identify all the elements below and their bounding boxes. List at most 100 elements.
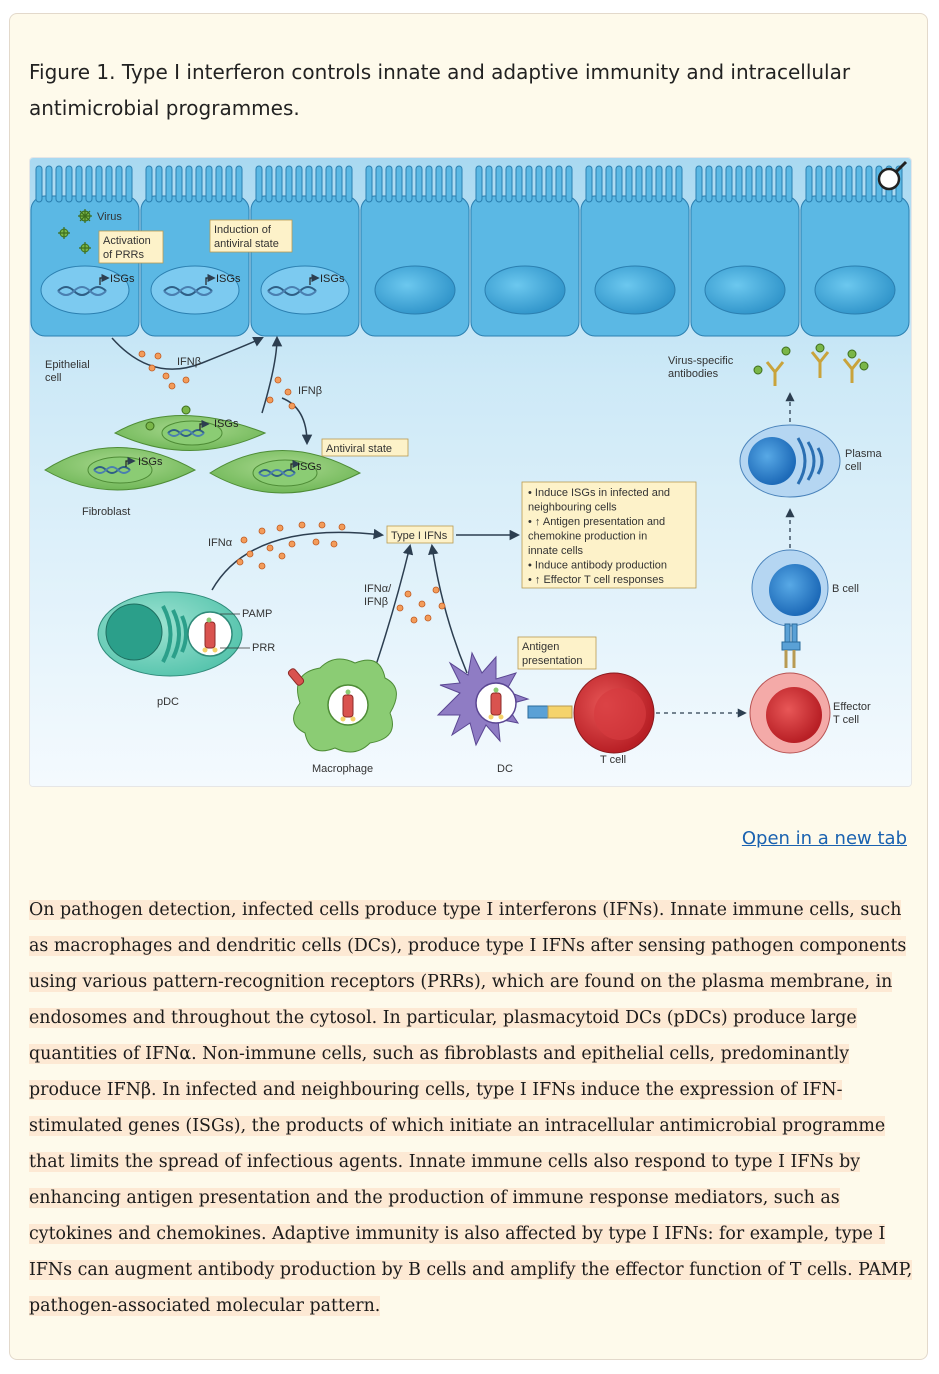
- ifnb-label-1: IFNβ: [177, 356, 201, 368]
- microvillus: [35, 165, 43, 203]
- microvillus: [215, 165, 223, 203]
- microvillus: [335, 165, 343, 203]
- ifnb-particles-2: [266, 376, 296, 410]
- microvillus: [485, 165, 493, 203]
- ifna-particles: [236, 521, 346, 570]
- microvillus: [745, 165, 753, 203]
- ifnb-arrow: [111, 337, 264, 370]
- epithelial-nucleus: [260, 265, 350, 315]
- virus-icon-2: [58, 227, 91, 254]
- epithelial-label: Epithelial: [45, 359, 90, 371]
- effects-line: chemokine production in: [528, 531, 647, 543]
- microvillus: [255, 165, 263, 203]
- svg-text:cell: cell: [845, 461, 862, 473]
- dc-label: DC: [497, 763, 513, 775]
- microvillus: [195, 165, 203, 203]
- microvillus: [105, 165, 113, 203]
- fibroblast-cell-left: ISGs: [44, 447, 197, 491]
- microvillus: [325, 165, 333, 203]
- ifnb-particles-1: [138, 350, 190, 390]
- microvillus: [785, 165, 793, 203]
- microvillus: [815, 165, 823, 203]
- effects-line: • Induce antibody production: [528, 560, 667, 572]
- figure-title: Figure 1. Type I interferon controls inn…: [29, 60, 851, 120]
- ifnb-arrow-2: [261, 335, 283, 414]
- open-in-new-tab-link[interactable]: Open in a new tab: [741, 828, 907, 849]
- ifna-arrow: [211, 528, 385, 591]
- antibody-viruses: [753, 343, 869, 375]
- microvillus: [765, 165, 773, 203]
- effects-box: • Induce ISGs in infected and neighbouri…: [521, 481, 697, 589]
- microvillus: [655, 165, 663, 203]
- epithelial-nucleus: [594, 265, 676, 315]
- microvillus: [705, 165, 713, 203]
- microvillus: [735, 165, 743, 203]
- effects-line: neighbouring cells: [528, 502, 617, 514]
- microvillus: [715, 165, 723, 203]
- microvillus: [825, 165, 833, 203]
- fibroblast-cell-top: ISGs: [113, 405, 267, 451]
- microvillus: [445, 165, 453, 203]
- pamp-label: PAMP: [242, 608, 272, 620]
- svg-text:Activation: Activation: [103, 235, 151, 247]
- microvillus: [45, 165, 53, 203]
- macrophage-label: Macrophage: [312, 763, 373, 775]
- microvillus: [435, 165, 443, 203]
- effects-line: innate cells: [528, 545, 584, 557]
- microvillus: [805, 165, 813, 203]
- microvillus: [625, 165, 633, 203]
- microvillus: [295, 165, 303, 203]
- antibodies-label: Virus-specific: [668, 355, 734, 367]
- microvillus: [165, 165, 173, 203]
- microvillus: [835, 165, 843, 203]
- microvillus: [385, 165, 393, 203]
- svg-text:ISGs: ISGs: [297, 461, 322, 473]
- svg-text:presentation: presentation: [522, 655, 583, 667]
- microvillus: [865, 165, 873, 203]
- svg-text:of PRRs: of PRRs: [103, 249, 144, 261]
- virus-label: Virus: [97, 211, 122, 223]
- microvillus: [855, 165, 863, 203]
- antigen-presentation-box: Antigen presentation: [517, 636, 597, 670]
- microvillus: [635, 165, 643, 203]
- microvillus: [95, 165, 103, 203]
- microvillus: [405, 165, 413, 203]
- zoom-icon[interactable]: [871, 158, 911, 198]
- microvillus: [225, 165, 233, 203]
- microvillus: [235, 165, 243, 203]
- dna-isgs-1: ISGs: [57, 273, 135, 296]
- epithelial-nucleus: [484, 265, 566, 315]
- microvillus: [595, 165, 603, 203]
- plasma-label: Plasma: [845, 448, 883, 460]
- microvillus: [455, 165, 463, 203]
- svg-text:Type I IFNs: Type I IFNs: [391, 530, 448, 542]
- pdc-label: pDC: [157, 696, 179, 708]
- microvillus: [85, 165, 93, 203]
- microvillus: [725, 165, 733, 203]
- epithelial-nucleus: [814, 265, 896, 315]
- virus-icon: [78, 209, 92, 223]
- ifna-ifnb-particles: [396, 586, 446, 624]
- figure-caption: On pathogen detection, infected cells pr…: [29, 892, 913, 1324]
- macrophage-cell: [287, 658, 397, 753]
- microvillus: [665, 165, 673, 203]
- microvillus: [115, 165, 123, 203]
- microvillus: [775, 165, 783, 203]
- microvillus: [285, 165, 293, 203]
- microvillus: [615, 165, 623, 203]
- microvillus: [505, 165, 513, 203]
- svg-text:ISGs: ISGs: [320, 273, 345, 285]
- microvillus: [695, 165, 703, 203]
- b-cell: [751, 549, 829, 668]
- svg-text:ISGs: ISGs: [138, 456, 163, 468]
- svg-text:Antiviral state: Antiviral state: [326, 443, 392, 455]
- microvillus: [525, 165, 533, 203]
- microvillus: [495, 165, 503, 203]
- induction-label-box: Induction of antiviral state: [209, 219, 293, 253]
- effects-line: • ↑ Effector T cell responses: [528, 574, 664, 586]
- svg-text:T cell: T cell: [833, 714, 859, 726]
- microvillus: [75, 165, 83, 203]
- microvillus: [205, 165, 213, 203]
- microvillus: [265, 165, 273, 203]
- svg-text:IFNβ: IFNβ: [364, 596, 388, 608]
